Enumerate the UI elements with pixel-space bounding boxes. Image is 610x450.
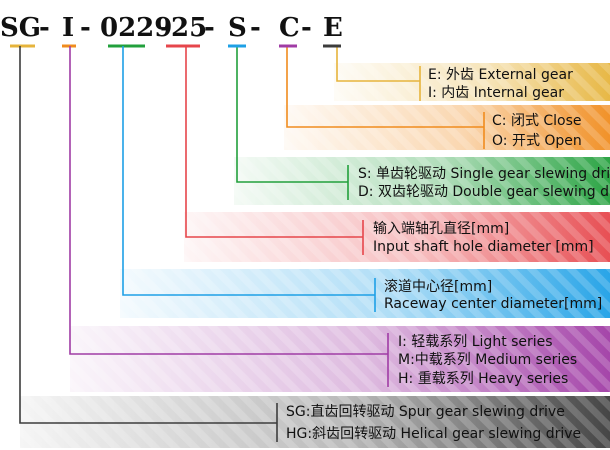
- band-label-line: D: 双齿轮驱动 Double gear slewing drive: [358, 184, 610, 200]
- band-label-line: M:中载系列 Medium series: [398, 352, 577, 368]
- code-segment: -: [250, 13, 261, 43]
- leader-line: [185, 46, 363, 238]
- leader-line: [122, 46, 375, 296]
- band-stripes: [70, 326, 610, 392]
- band-drive-type: SG:直齿回转驱动 Spur gear slewing driveHG:斜齿回转…: [19, 44, 610, 448]
- band-stripes: [120, 269, 610, 318]
- band-shaft-diameter: 输入端轴孔直径[mm] Input shaft hole diameter [mm…: [166, 44, 610, 262]
- code-segment: -: [204, 13, 215, 43]
- leader-line: [19, 46, 277, 424]
- band-label-line: 滚道中心径[mm]: [384, 278, 492, 295]
- leader-line: [286, 46, 484, 128]
- leader-line: [236, 46, 348, 183]
- code-segment: C: [279, 13, 300, 43]
- leader-line: [69, 46, 388, 355]
- band-enclosure: C: 闭式 Close O: 开式 Open: [62, 44, 610, 150]
- band-label-line: H: 重载系列 Heavy series: [398, 371, 568, 387]
- band-label-line: Raceway center diameter[mm]: [384, 296, 602, 312]
- band-label-line: SG:直齿回转驱动 Spur gear slewing drive: [286, 403, 565, 420]
- leader-line: [336, 46, 420, 82]
- code-segment: S: [228, 13, 247, 43]
- band-label-line: HG:斜齿回转驱动 Helical gear slewing drive: [286, 426, 581, 442]
- model-code: SG-I-0229-25-S-C-E: [0, 13, 343, 43]
- band-raceway-diameter: 滚道中心径[mm]Raceway center diameter[mm]: [120, 44, 610, 318]
- band-label-line: E: 外齿 External gear: [428, 67, 573, 83]
- band-stripes: [334, 63, 610, 101]
- band-stripes: [234, 157, 610, 205]
- code-segment: -: [80, 13, 91, 43]
- band-gear-type: E: 外齿 External gear I: 内齿 Internal gear: [10, 44, 610, 101]
- code-segment: I: [62, 13, 74, 43]
- code-segment: -: [301, 13, 312, 43]
- code-segment: SG: [0, 13, 41, 43]
- band-label-line: S: 单齿轮驱动 Single gear slewing drive: [358, 166, 610, 182]
- band-label-line: C: 闭式 Close: [492, 113, 582, 129]
- code-segment: E: [323, 13, 343, 43]
- band-stripes: [20, 396, 610, 448]
- code-segment: 25: [171, 13, 207, 43]
- band-label-line: O: 开式 Open: [492, 133, 582, 149]
- code-segment: -: [39, 13, 50, 43]
- band-label-line: I: 轻载系列 Light series: [398, 334, 553, 350]
- band-label-line: Input shaft hole diameter [mm]: [373, 239, 594, 255]
- code-segment: -: [160, 13, 171, 43]
- band-label-line: 输入端轴孔直径[mm]: [373, 220, 509, 237]
- code-segment: 0229: [100, 13, 172, 43]
- band-drive-count: S: 单齿轮驱动 Single gear slewing drive D: 双齿轮…: [108, 44, 610, 205]
- band-label-line: I: 内齿 Internal gear: [428, 85, 564, 101]
